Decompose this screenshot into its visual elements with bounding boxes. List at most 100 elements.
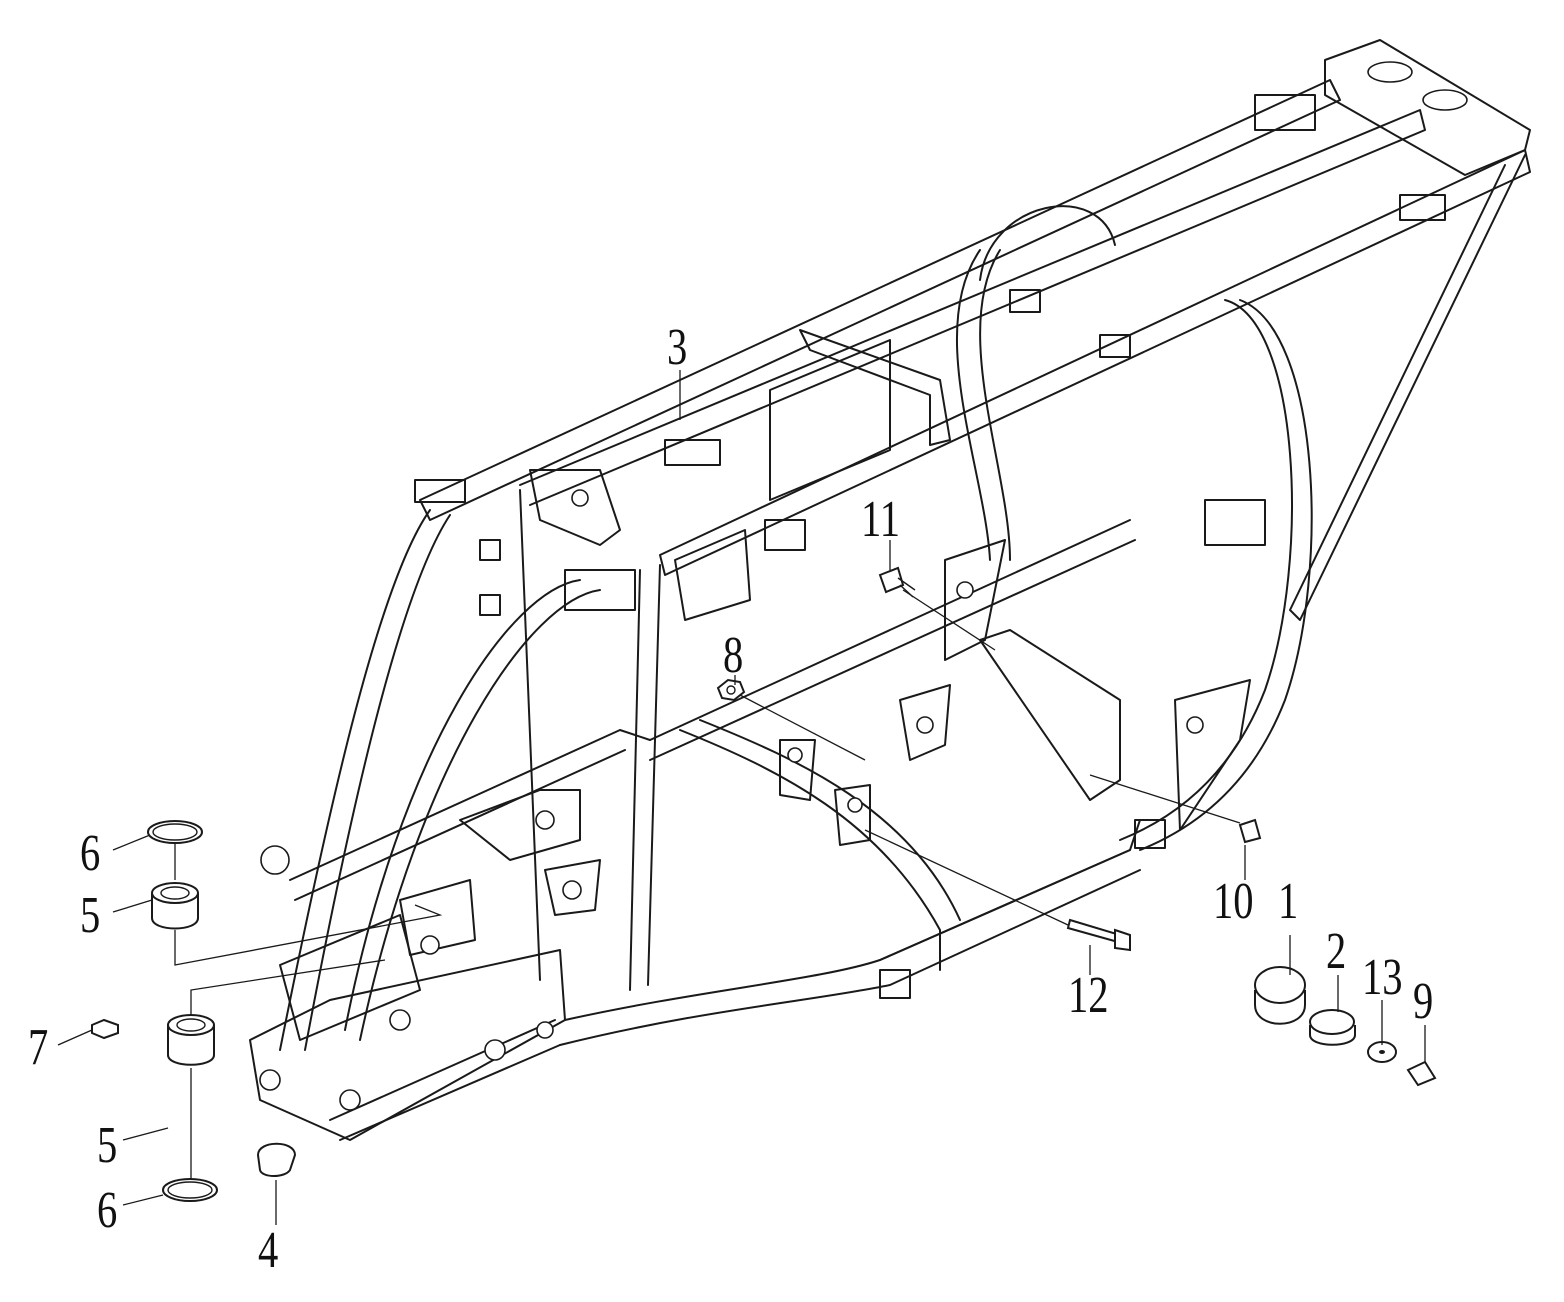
callout-4: 4 bbox=[258, 1222, 279, 1279]
bracket-7 bbox=[899, 684, 951, 761]
head-stock-hole-bottom bbox=[1422, 89, 1468, 111]
rear-upright-right-inner bbox=[344, 579, 581, 1031]
tab-rear-top bbox=[414, 479, 466, 503]
callout-11: 11 bbox=[861, 491, 901, 548]
bracket-6 bbox=[1174, 679, 1251, 831]
mid-cross-rail bbox=[649, 519, 1131, 741]
pivot-hole-1 bbox=[420, 935, 440, 955]
mid-cross-rail-2 bbox=[649, 539, 1136, 761]
bracket-6-hole bbox=[1186, 716, 1204, 734]
mid-cross-rail-3 bbox=[289, 729, 651, 881]
cradle-tube bbox=[879, 819, 1141, 961]
left-down-tube-inner bbox=[1139, 299, 1313, 851]
bolt-10 bbox=[1238, 818, 1262, 844]
swingarm-hole-5 bbox=[536, 1021, 554, 1039]
seat-plate bbox=[769, 339, 891, 501]
leader-12b bbox=[864, 829, 1069, 926]
tab-front-lower bbox=[1134, 819, 1166, 849]
center-upright bbox=[629, 569, 641, 991]
leader-6b bbox=[122, 1194, 164, 1206]
bracket-9 bbox=[834, 784, 871, 846]
pivot-tab-2 bbox=[544, 859, 601, 916]
bracket-5 bbox=[979, 629, 1121, 801]
lower-rail-front bbox=[564, 849, 1131, 1021]
rear-mount-bracket bbox=[459, 789, 581, 861]
callout-3: 3 bbox=[667, 319, 688, 376]
tab-side-2 bbox=[479, 594, 501, 616]
long-bolt-12 bbox=[1066, 918, 1122, 944]
bracket-4-hole bbox=[956, 581, 974, 599]
loose-parts bbox=[91, 566, 1437, 1202]
lower-top-rail bbox=[659, 149, 1531, 576]
grease-nipple bbox=[91, 1018, 119, 1040]
callout-8: 8 bbox=[723, 627, 744, 684]
leader-5b bbox=[122, 1127, 169, 1141]
leader-7 bbox=[57, 1029, 93, 1046]
callout-6-top: 6 bbox=[80, 825, 101, 882]
callout-2: 2 bbox=[1326, 923, 1347, 980]
tab-seat bbox=[664, 439, 721, 466]
callout-5-bottom: 5 bbox=[97, 1117, 118, 1174]
leader-5b-frame bbox=[190, 959, 386, 1015]
callout-5-top: 5 bbox=[80, 887, 101, 944]
callout-1: 1 bbox=[1278, 873, 1299, 930]
swingarm-block bbox=[249, 949, 566, 1141]
tab-seat-2 bbox=[764, 519, 806, 551]
right-down-tube bbox=[979, 249, 1011, 561]
rear-upright-left bbox=[279, 509, 431, 1051]
tab-side-1 bbox=[479, 539, 501, 561]
head-stock-hole-top bbox=[1367, 61, 1413, 83]
bracket-7-hole bbox=[916, 716, 934, 734]
tab-top bbox=[1254, 94, 1316, 131]
upper-top-rail-2 bbox=[519, 109, 1426, 506]
leader-11b bbox=[902, 589, 996, 651]
bracket-1-hole bbox=[571, 489, 589, 507]
rear-mount-hole bbox=[535, 810, 555, 830]
tab-rear-loop bbox=[564, 569, 636, 611]
lower-rail-back bbox=[339, 1044, 561, 1141]
center-upright-2 bbox=[647, 564, 661, 986]
leader-lines bbox=[57, 370, 1426, 1225]
swingarm-hole-3 bbox=[389, 1009, 411, 1031]
callout-9: 9 bbox=[1413, 973, 1434, 1030]
head-stock bbox=[1324, 39, 1531, 176]
leader-8b bbox=[739, 694, 866, 761]
o-ring-bottom bbox=[162, 1178, 218, 1202]
swingarm-hole-4 bbox=[484, 1039, 506, 1061]
bracket-9-hole bbox=[847, 797, 863, 813]
lower-rail-back-2 bbox=[329, 1019, 556, 1121]
leader-5a-frame bbox=[174, 904, 443, 966]
pivot-tab-1 bbox=[399, 879, 476, 956]
leader-5a bbox=[112, 899, 153, 913]
bracket-8 bbox=[779, 739, 816, 801]
center-upright-3 bbox=[519, 489, 541, 981]
swingarm-plate bbox=[279, 914, 421, 1041]
bolt-9 bbox=[1406, 1060, 1437, 1087]
leader-6a bbox=[112, 834, 151, 851]
bushing-bottom bbox=[167, 1025, 215, 1066]
callout-7: 7 bbox=[28, 1019, 49, 1076]
nut bbox=[716, 678, 746, 702]
tab-battery bbox=[1204, 499, 1266, 546]
engine-cradle-2 bbox=[699, 719, 961, 921]
callout-13: 13 bbox=[1362, 949, 1403, 1006]
frame-outline bbox=[249, 39, 1531, 1141]
callout-10: 10 bbox=[1213, 873, 1254, 930]
bracket-2 bbox=[799, 329, 951, 446]
leader-10b bbox=[1089, 774, 1241, 824]
swingarm-hole-1 bbox=[259, 1069, 281, 1091]
right-down-tube-inner bbox=[955, 249, 991, 561]
tab-mid-2 bbox=[1099, 334, 1131, 358]
rear-upright-left-inner bbox=[304, 514, 451, 1051]
rear-upright-right bbox=[359, 589, 601, 1041]
bracket-4 bbox=[944, 539, 1006, 661]
bracket-1 bbox=[529, 469, 621, 546]
bracket-3 bbox=[674, 529, 751, 621]
tab-rear-lower bbox=[879, 969, 911, 999]
bolt-11 bbox=[878, 566, 905, 594]
engine-cradle bbox=[679, 729, 941, 971]
callout-12: 12 bbox=[1068, 967, 1109, 1024]
left-down-tube bbox=[1119, 299, 1293, 841]
